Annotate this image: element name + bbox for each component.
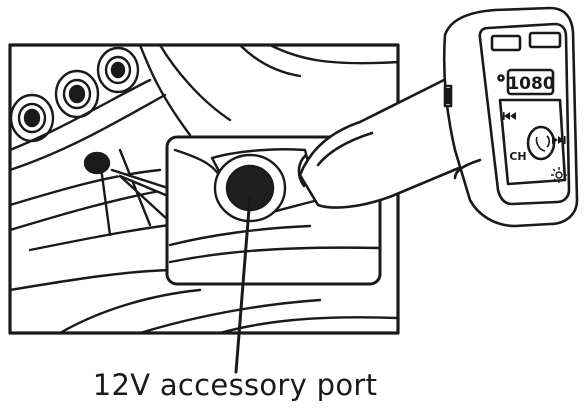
climate-knobs bbox=[10, 46, 140, 143]
leader-line bbox=[234, 194, 252, 374]
previous-track-icon bbox=[503, 112, 516, 120]
port-caption: 12V accessory port bbox=[92, 368, 378, 402]
port-inset bbox=[165, 135, 382, 286]
channel-button-label: CH bbox=[509, 150, 526, 163]
next-track-icon bbox=[552, 136, 566, 144]
console-socket bbox=[83, 151, 111, 175]
car-adapter-device bbox=[297, 6, 579, 228]
device-display-text: 1080 bbox=[507, 74, 554, 94]
usb-port-icon bbox=[446, 88, 450, 104]
dashboard-scene bbox=[8, 43, 400, 335]
phone-call-icon bbox=[535, 135, 551, 152]
brightness-icon bbox=[551, 167, 567, 183]
